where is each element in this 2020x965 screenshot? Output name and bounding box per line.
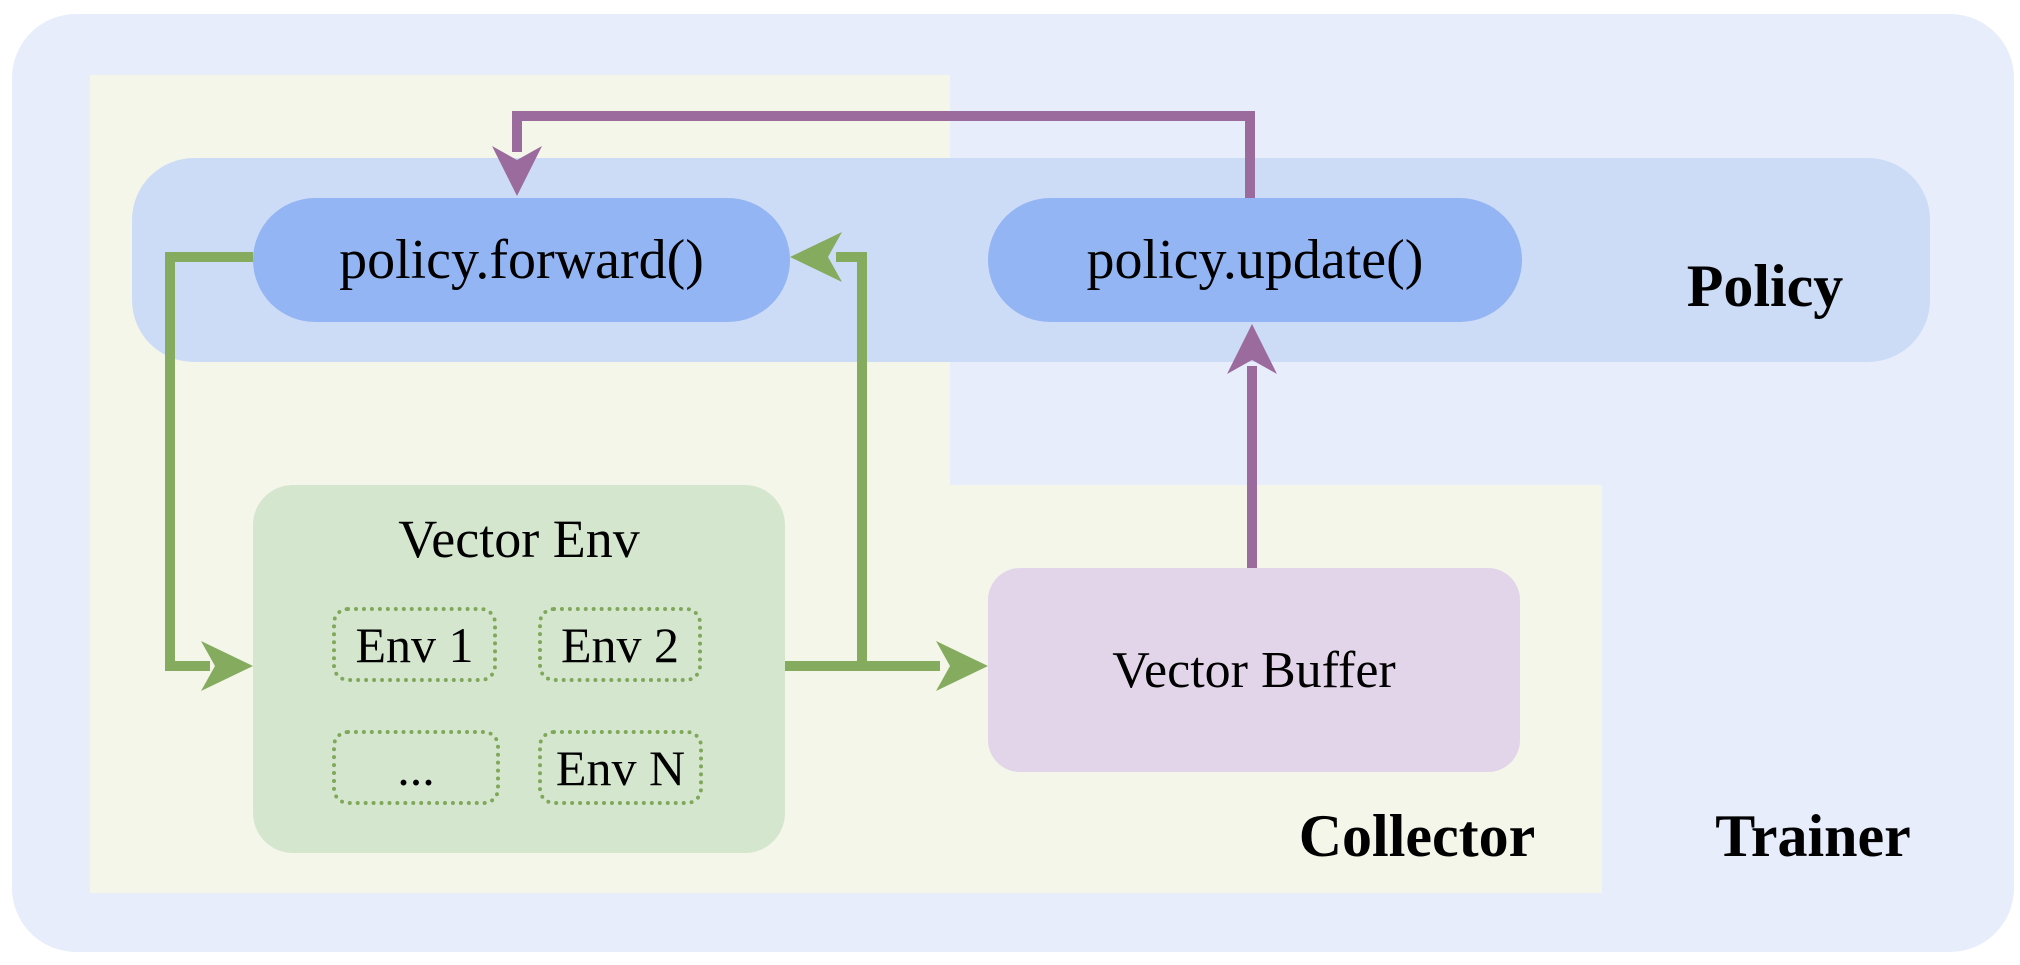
vector-buffer-label: Vector Buffer	[1112, 641, 1396, 699]
env-2-label: Env 2	[560, 616, 680, 673]
node-policy-forward: policy.forward()	[253, 198, 790, 322]
env-n-label: Env N	[555, 739, 686, 796]
node-policy-update: policy.update()	[988, 198, 1522, 322]
policy-forward-label: policy.forward()	[339, 229, 704, 291]
env-item-ellipsis: ...	[332, 730, 500, 805]
env-ellipsis-label: ...	[397, 739, 435, 796]
vector-env-title: Vector Env	[398, 509, 640, 569]
policy-update-label: policy.update()	[1086, 229, 1424, 291]
policy-region-label: Policy	[1686, 253, 1844, 319]
env-item-n: Env N	[538, 730, 703, 805]
collector-region-label: Collector	[1298, 803, 1536, 869]
env-item-1: Env 1	[332, 607, 497, 682]
node-vector-buffer: Vector Buffer	[988, 568, 1520, 772]
env-item-2: Env 2	[538, 607, 702, 682]
node-vector-env: Vector Env Env 1 Env 2 ... Env N	[253, 485, 785, 853]
env-1-label: Env 1	[355, 616, 474, 673]
trainer-region-label: Trainer	[1715, 803, 1911, 869]
